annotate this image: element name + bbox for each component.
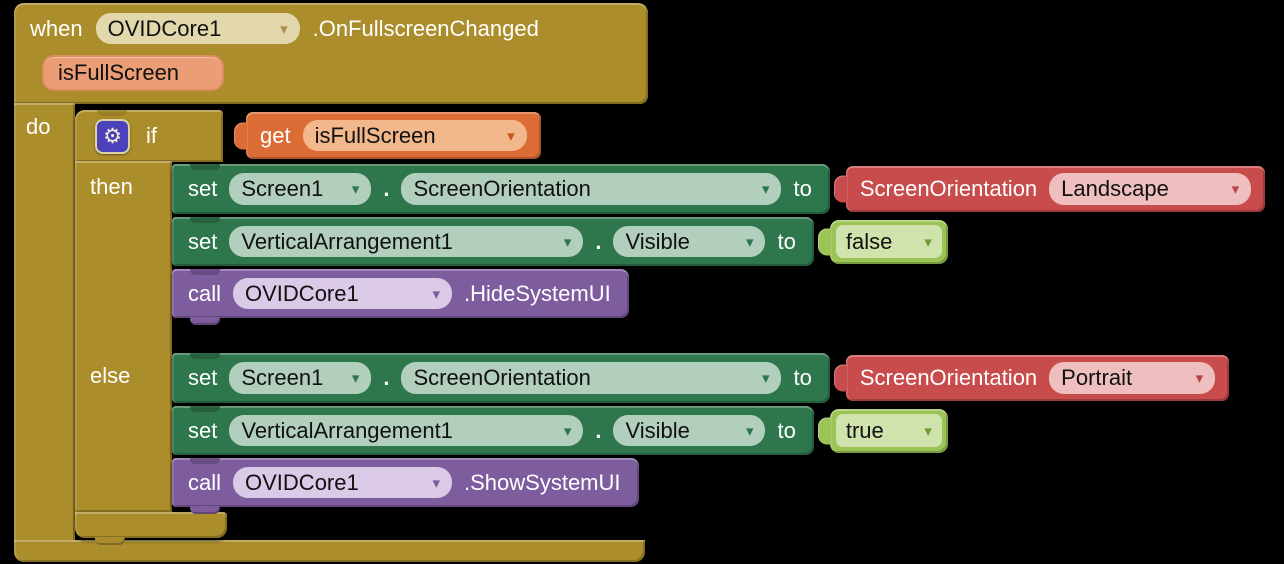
property-dropdown[interactable]: Visible ▾ [613, 414, 766, 447]
if-block-header[interactable]: ⚙ if [75, 110, 223, 162]
dropdown-arrow-icon: ▾ [432, 285, 441, 303]
when-keyword: when [30, 15, 83, 41]
dropdown-arrow-icon: ▾ [351, 370, 360, 388]
gear-icon: ⚙ [103, 124, 122, 148]
call-show-system-ui-block[interactable]: call OVIDCore1 ▾ .ShowSystemUI [172, 458, 639, 514]
property-dropdown[interactable]: ScreenOrientation ▾ [401, 173, 782, 205]
dropdown-arrow-icon: ▾ [1231, 181, 1240, 199]
if-label: if [146, 123, 157, 148]
boolean-block[interactable]: true ▾ [829, 408, 948, 453]
set-visible-block[interactable]: set VerticalArrangement1 ▾ . Visible ▾ t… [172, 406, 814, 455]
component-value: VerticalArrangement1 [241, 417, 453, 443]
dropdown-arrow-icon: ▾ [761, 370, 770, 388]
set-keyword: set [188, 228, 218, 254]
set-screen-orientation-block[interactable]: set Screen1 ▾ . ScreenOrientation ▾ to [172, 164, 830, 214]
property-dropdown[interactable]: Visible ▾ [613, 225, 766, 258]
component-dropdown[interactable]: Screen1 ▾ [229, 173, 372, 205]
component-dropdown[interactable]: VerticalArrangement1 ▾ [229, 225, 584, 258]
variable-name: isFullScreen [314, 122, 436, 148]
set-keyword: set [188, 176, 218, 201]
method-name: .HideSystemUI [464, 280, 611, 306]
set-screen-orientation-block[interactable]: set Screen1 ▾ . ScreenOrientation ▾ to [172, 353, 830, 403]
to-label: to [777, 228, 796, 254]
orientation-value: Portrait [1061, 365, 1133, 391]
boolean-value: true [845, 417, 884, 443]
then-statement-row: set Screen1 ▾ . ScreenOrientation ▾ to S… [172, 164, 1266, 214]
mutator-gear-button[interactable]: ⚙ [95, 118, 130, 154]
to-label: to [793, 176, 812, 201]
dropdown-arrow-icon: ▾ [745, 233, 754, 251]
if-block-bottom[interactable] [75, 512, 227, 545]
screen-orientation-value-block[interactable]: ScreenOrientation Portrait ▾ [845, 355, 1230, 401]
component-dropdown[interactable]: OVIDCore1 ▾ [233, 277, 453, 310]
dropdown-arrow-icon: ▾ [563, 233, 572, 251]
component-dropdown[interactable]: OVIDCore1 ▾ [233, 466, 453, 499]
dropdown-arrow-icon: ▾ [351, 181, 360, 199]
component-value: OVIDCore1 [245, 469, 359, 495]
dropdown-arrow-icon: ▾ [924, 422, 932, 440]
property-value: ScreenOrientation [413, 365, 591, 391]
event-block-spine[interactable] [14, 103, 75, 542]
to-label: to [793, 365, 812, 390]
event-block-header[interactable]: when OVIDCore1 ▾ .OnFullscreenChanged is… [14, 3, 648, 104]
boolean-dropdown[interactable]: true ▾ [835, 413, 942, 448]
boolean-block[interactable]: false ▾ [829, 219, 948, 264]
boolean-dropdown[interactable]: false ▾ [835, 224, 942, 259]
orientation-value: Landscape [1061, 176, 1169, 202]
then-statement-row: call OVIDCore1 ▾ .HideSystemUI [172, 269, 629, 325]
else-statement-row: call OVIDCore1 ▾ .ShowSystemUI [172, 458, 639, 514]
event-block-bottom[interactable] [14, 540, 645, 562]
dropdown-arrow-icon: ▾ [1195, 370, 1204, 388]
dot-separator: . [595, 417, 602, 443]
property-value: Visible [625, 228, 690, 254]
event-name: .OnFullscreenChanged [312, 15, 539, 41]
call-hide-system-ui-block[interactable]: call OVIDCore1 ▾ .HideSystemUI [172, 269, 629, 325]
dropdown-arrow-icon: ▾ [924, 233, 932, 251]
orientation-helper-label: ScreenOrientation [859, 176, 1038, 201]
component-value: VerticalArrangement1 [241, 228, 453, 254]
dot-separator: . [383, 176, 390, 201]
property-dropdown[interactable]: ScreenOrientation ▾ [401, 362, 782, 394]
dropdown-arrow-icon: ▾ [761, 181, 770, 199]
dropdown-arrow-icon: ▾ [507, 127, 515, 145]
do-label: do [26, 114, 51, 139]
boolean-value: false [845, 228, 893, 254]
then-statement-row: set VerticalArrangement1 ▾ . Visible ▾ t… [172, 217, 948, 266]
dot-separator: . [595, 228, 602, 254]
event-parameter-chip[interactable]: isFullScreen [42, 55, 224, 92]
component-value: Screen1 [241, 176, 324, 202]
dropdown-arrow-icon: ▾ [432, 474, 441, 492]
component-value: Screen1 [241, 365, 324, 391]
event-component-value: OVIDCore1 [107, 16, 222, 41]
screen-orientation-value-block[interactable]: ScreenOrientation Landscape ▾ [845, 166, 1266, 212]
dropdown-arrow-icon: ▾ [563, 422, 572, 440]
method-name: .ShowSystemUI [464, 469, 621, 495]
call-keyword: call [188, 280, 222, 306]
orientation-dropdown[interactable]: Landscape ▾ [1049, 173, 1252, 205]
then-label: then [90, 174, 133, 199]
orientation-dropdown[interactable]: Portrait ▾ [1049, 362, 1216, 394]
property-value: Visible [625, 417, 690, 443]
set-visible-block[interactable]: set VerticalArrangement1 ▾ . Visible ▾ t… [172, 217, 814, 266]
dropdown-arrow-icon: ▾ [745, 422, 754, 440]
to-label: to [777, 417, 796, 443]
call-keyword: call [188, 469, 222, 495]
orientation-helper-label: ScreenOrientation [859, 365, 1038, 390]
else-label: else [90, 363, 131, 388]
dot-separator: . [383, 365, 390, 390]
component-value: OVIDCore1 [245, 280, 359, 306]
event-component-dropdown[interactable]: OVIDCore1 ▾ [95, 13, 300, 45]
component-dropdown[interactable]: Screen1 ▾ [229, 362, 372, 394]
set-keyword: set [188, 417, 218, 443]
property-value: ScreenOrientation [413, 176, 591, 202]
dropdown-arrow-icon: ▾ [280, 21, 288, 39]
variable-dropdown[interactable]: isFullScreen ▾ [302, 119, 527, 152]
else-statement-row: set VerticalArrangement1 ▾ . Visible ▾ t… [172, 406, 948, 455]
set-keyword: set [188, 365, 218, 390]
get-variable-block[interactable]: get isFullScreen ▾ [246, 112, 541, 159]
component-dropdown[interactable]: VerticalArrangement1 ▾ [229, 414, 584, 447]
get-keyword: get [260, 122, 291, 148]
if-block-spine[interactable] [75, 161, 172, 512]
else-statement-row: set Screen1 ▾ . ScreenOrientation ▾ to S… [172, 353, 1230, 403]
